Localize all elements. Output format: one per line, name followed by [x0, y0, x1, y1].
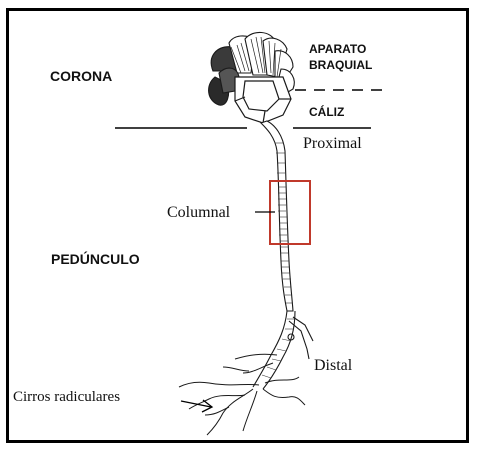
columnal-highlight-box [270, 181, 310, 244]
aparato-braquial-label-line1: APARATO [309, 42, 366, 56]
aparato-braquial-label-line2: BRAQUIAL [309, 58, 372, 72]
figure-frame: CORONA APARATO BRAQUIAL CÁLIZ Proximal C… [6, 8, 469, 443]
cirros-arrow [181, 400, 212, 412]
stem-outline [261, 121, 293, 311]
columnal-label: Columnal [167, 204, 230, 222]
proximal-label: Proximal [303, 135, 362, 153]
distal-label: Distal [314, 357, 352, 375]
corona-label: CORONA [50, 68, 112, 84]
calyx [235, 77, 291, 123]
pedunculo-label: PEDÚNCULO [51, 251, 140, 267]
distal-segments [262, 319, 295, 378]
distal-stem [253, 311, 313, 389]
caliz-label: CÁLIZ [309, 105, 344, 119]
radicular-cirri [179, 354, 305, 435]
cirros-radiculares-label: Cirros radiculares [13, 389, 120, 406]
